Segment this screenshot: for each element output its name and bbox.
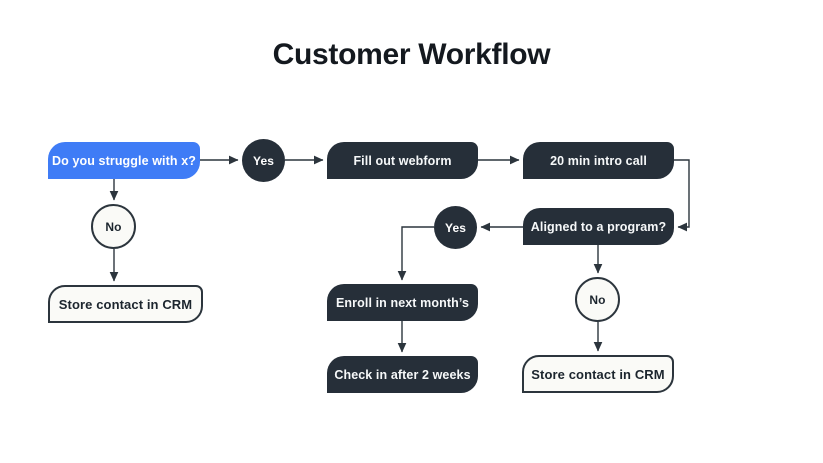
node-yes-circle-2: Yes xyxy=(434,206,477,249)
node-store-contact-crm-left: Store contact in CRM xyxy=(48,285,203,323)
node-label: Aligned to a program? xyxy=(530,219,667,234)
node-check-in-2-weeks: Check in after 2 weeks xyxy=(327,356,478,393)
node-label: Fill out webform xyxy=(353,153,452,168)
node-no-circle-2: No xyxy=(575,277,620,322)
node-label: No xyxy=(105,219,122,234)
node-enroll-next-month: Enroll in next month’s xyxy=(327,284,478,321)
node-intro-call: 20 min intro call xyxy=(523,142,674,179)
connector-intro-aligned xyxy=(674,159,690,232)
node-aligned-question: Aligned to a program? xyxy=(523,208,674,245)
node-start-question: Do you struggle with x? xyxy=(48,142,200,179)
node-label: Store contact in CRM xyxy=(531,366,665,382)
connector-yes2-enroll xyxy=(397,226,434,281)
node-label: Yes xyxy=(445,220,466,235)
node-label: No xyxy=(589,292,606,307)
node-store-contact-crm-right: Store contact in CRM xyxy=(522,355,674,393)
node-label: Store contact in CRM xyxy=(58,296,193,312)
node-fill-out-webform: Fill out webform xyxy=(327,142,478,179)
node-no-circle-1: No xyxy=(91,204,136,249)
node-label: 20 min intro call xyxy=(550,153,647,168)
node-label: Check in after 2 weeks xyxy=(334,367,471,382)
node-label: Yes xyxy=(253,153,274,168)
node-label: Do you struggle with x? xyxy=(52,153,196,168)
node-label: Enroll in next month’s xyxy=(336,295,469,310)
page-title: Customer Workflow xyxy=(272,38,551,71)
node-yes-circle-1: Yes xyxy=(242,139,285,182)
